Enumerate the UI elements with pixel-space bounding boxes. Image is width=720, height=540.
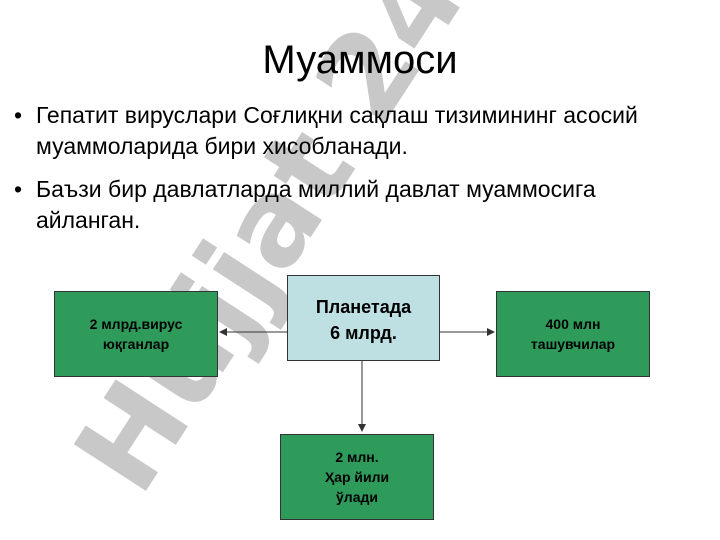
left-box-infected: 2 млрд.вирус юқганлар (54, 291, 218, 377)
bullet-item: • Гепатит вируслари Соғлиқни сақлаш тизи… (14, 100, 704, 162)
right-box-carriers: 400 млн ташувчилар (496, 291, 650, 377)
bullet-dot-icon: • (14, 176, 23, 202)
bullet-text: Баъзи бир давлатларда миллий давлат муам… (36, 176, 596, 233)
bullet-text: Гепатит вируслари Соғлиқни сақлаш тизими… (36, 102, 638, 159)
slide-title: Муаммоси (262, 38, 458, 82)
bullet-item: • Баъзи бир давлатларда миллий давлат му… (14, 174, 704, 236)
center-box-planet: Планетада 6 млрд. (287, 275, 440, 361)
bullet-list: • Гепатит вируслари Соғлиқни сақлаш тизи… (14, 100, 704, 248)
bullet-dot-icon: • (14, 102, 23, 128)
bottom-box-deaths: 2 млн. Ҳар йили ўлади (280, 434, 434, 520)
